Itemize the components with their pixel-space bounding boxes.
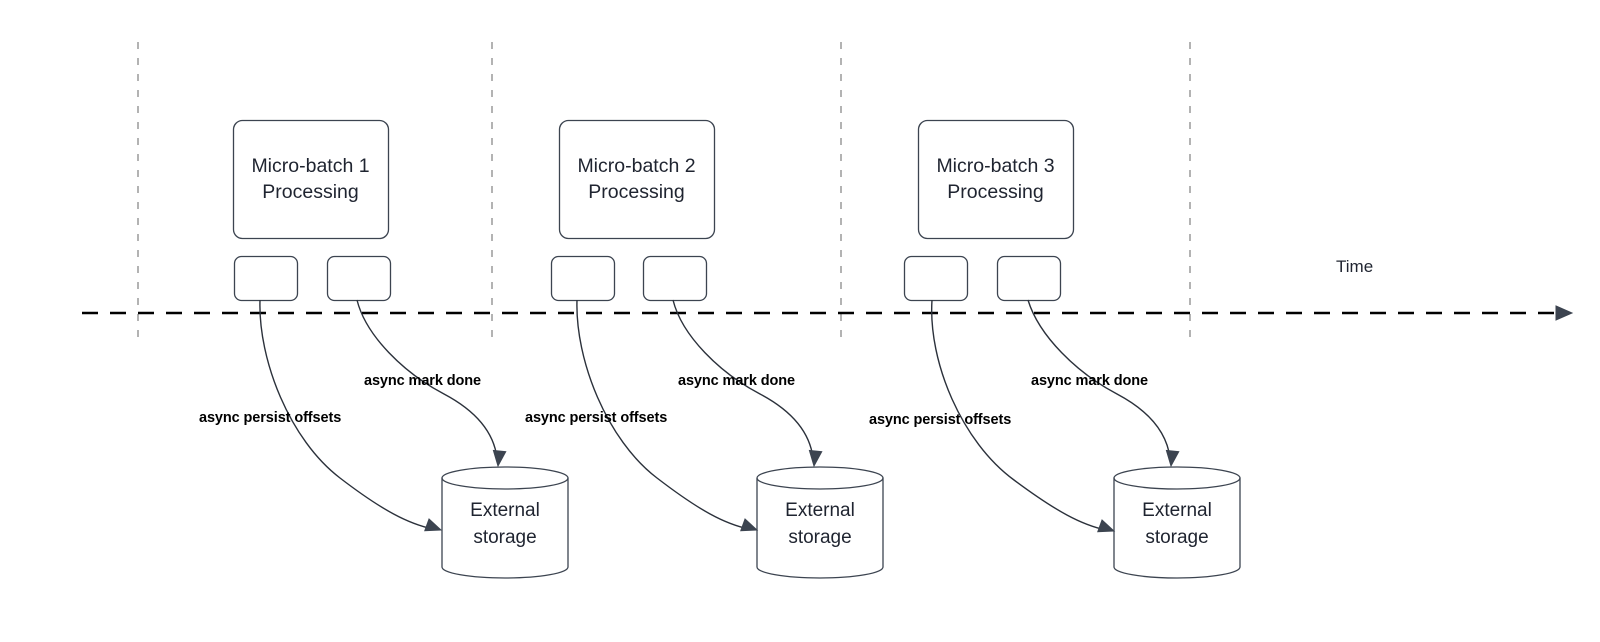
group-3-storage-cylinder-top-arc	[1113, 477, 1241, 490]
group-2-storage-cylinder-top-arc	[756, 477, 884, 490]
group-3-async-persist-offsets-arrowhead-icon	[1097, 519, 1116, 533]
group-3-async-mark-done-edge	[1027, 299, 1171, 459]
group-2-async-mark-done-label: async mark done	[678, 373, 795, 389]
timeline-axis-label: Time	[1336, 257, 1374, 276]
group-3-storage-cylinder[interactable]	[1113, 466, 1241, 579]
group-1-async-persist-offsets-arrowhead-icon	[424, 518, 443, 532]
group-1-task-slot-a[interactable]	[233, 255, 299, 302]
group-1-async-persist-offsets-edge	[259, 299, 434, 530]
group-1-storage-cylinder[interactable]	[441, 466, 569, 579]
group-3-async-persist-offsets-label: async persist offsets	[869, 412, 1012, 428]
group-3-batch-box[interactable]	[917, 119, 1075, 240]
group-1-task-slot-b[interactable]	[326, 255, 392, 302]
group-3-async-mark-done-arrowhead-icon	[1165, 449, 1180, 468]
group-2-async-persist-offsets-edge	[576, 299, 750, 530]
group-2-batch-box[interactable]	[558, 119, 716, 240]
group-2-task-slot-a[interactable]	[550, 255, 616, 302]
group-2-task-slot-b[interactable]	[642, 255, 708, 302]
group-1-async-persist-offsets-label: async persist offsets	[199, 410, 342, 426]
group-2-storage-cylinder[interactable]	[756, 466, 884, 579]
group-1-async-mark-done-arrowhead-icon	[492, 449, 507, 468]
group-1-batch-box[interactable]	[232, 119, 390, 240]
group-2-async-persist-offsets-label: async persist offsets	[525, 410, 668, 426]
group-2-async-mark-done-edge	[672, 299, 814, 459]
group-2-async-mark-done-arrowhead-icon	[808, 449, 823, 468]
group-1-async-mark-done-label: async mark done	[364, 373, 481, 389]
group-1-storage-cylinder-top-arc	[441, 477, 569, 490]
group-1-async-mark-done-edge	[356, 299, 498, 459]
group-3-async-persist-offsets-edge	[931, 299, 1107, 531]
group-2-async-persist-offsets-arrowhead-icon	[740, 518, 759, 532]
group-3-task-slot-a[interactable]	[903, 255, 969, 302]
group-3-task-slot-b[interactable]	[996, 255, 1062, 302]
timeline-arrowhead-icon	[1555, 305, 1574, 321]
group-3-async-mark-done-label: async mark done	[1031, 373, 1148, 389]
